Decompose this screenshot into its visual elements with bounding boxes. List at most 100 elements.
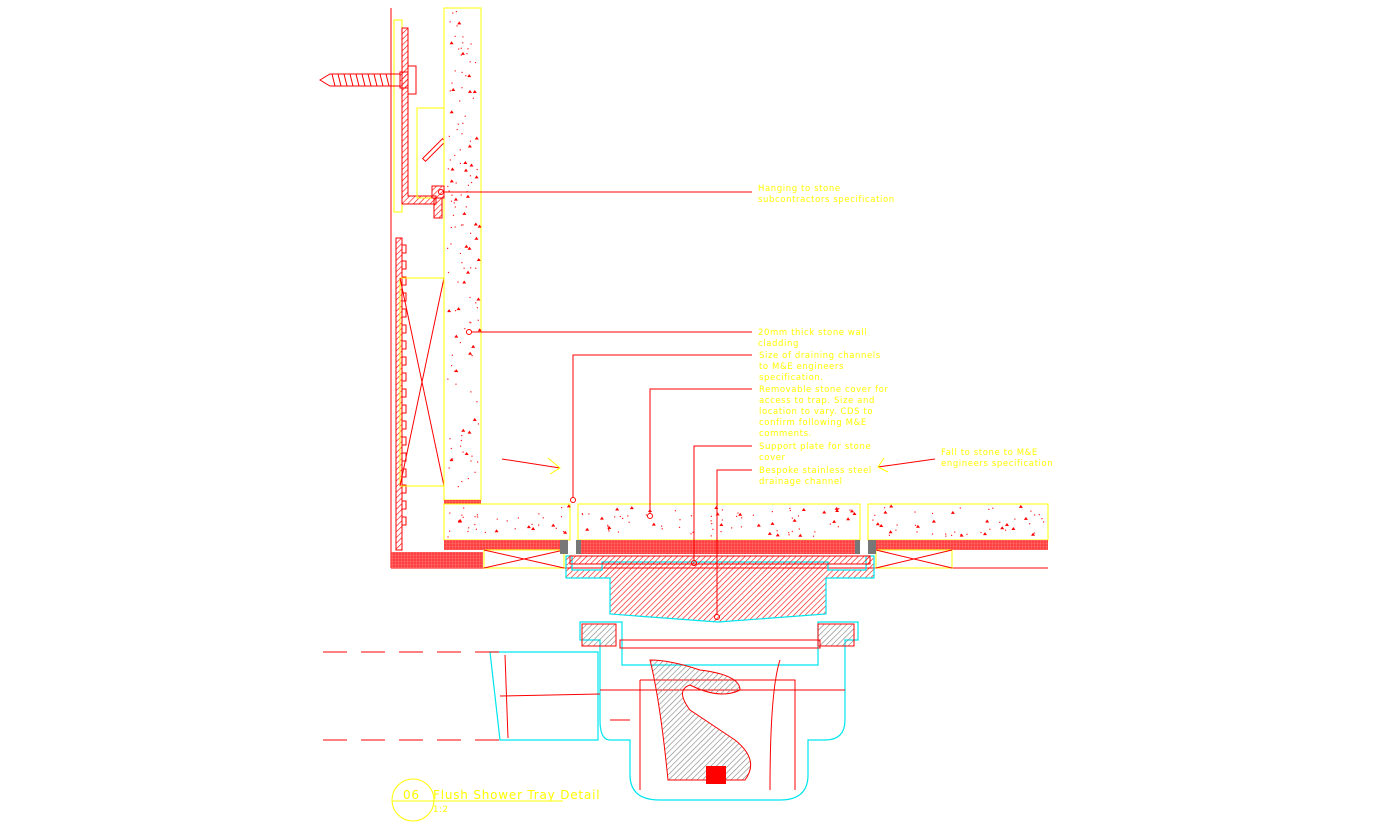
- speckle: [1000, 526, 1005, 530]
- speckle: [473, 222, 478, 226]
- speckle: [462, 516, 464, 518]
- speckle: [462, 122, 464, 124]
- speckle: [453, 197, 458, 201]
- speckle: [1038, 514, 1040, 516]
- speckle: [711, 523, 713, 525]
- speckle: [457, 486, 459, 488]
- speckle: [469, 140, 472, 142]
- speckle: [467, 184, 470, 186]
- speckle: [457, 21, 462, 25]
- speckle: [834, 506, 839, 510]
- speckle: [896, 524, 898, 526]
- speckle: [1018, 504, 1023, 508]
- speckle: [470, 391, 472, 393]
- speckle: [468, 527, 470, 529]
- speckle: [461, 434, 463, 437]
- speckle: [889, 504, 894, 508]
- speckle: [463, 267, 465, 269]
- speckle: [660, 525, 663, 527]
- speckle: [451, 87, 456, 91]
- speckle: [474, 523, 476, 526]
- speckle: [538, 524, 540, 526]
- speckle: [467, 246, 472, 250]
- detail-number: 06: [403, 788, 420, 802]
- speckle: [771, 511, 774, 513]
- speckle: [447, 309, 452, 313]
- speckle: [506, 520, 508, 522]
- speckle: [791, 517, 793, 519]
- speckle: [454, 206, 456, 208]
- speckle: [1041, 518, 1043, 520]
- speckle: [451, 194, 453, 196]
- speckle: [447, 185, 449, 188]
- speckle: [474, 61, 477, 64]
- speckle: [622, 517, 624, 520]
- speckle: [1014, 518, 1016, 520]
- speckle: [459, 252, 462, 255]
- speckle: [468, 351, 473, 355]
- speckle: [789, 507, 791, 509]
- speckle: [455, 383, 457, 385]
- speckle: [1043, 521, 1045, 523]
- speckle: [740, 526, 743, 528]
- speckle: [474, 175, 479, 179]
- speckle: [980, 531, 982, 534]
- speckle: [741, 517, 743, 519]
- speckle: [474, 471, 476, 473]
- speckle: [462, 224, 464, 226]
- detail-title: Flush Shower Tray Detail: [433, 788, 600, 802]
- speckle: [514, 528, 516, 530]
- speckle: [465, 194, 470, 198]
- speckle: [566, 504, 571, 508]
- speckle: [791, 530, 793, 533]
- speckle: [454, 310, 457, 312]
- speckle: [464, 328, 466, 330]
- speckle: [798, 528, 800, 530]
- speckle: [607, 524, 609, 526]
- speckle: [471, 354, 473, 357]
- speckle: [617, 531, 620, 533]
- speckle: [458, 518, 463, 522]
- speckle: [452, 12, 454, 14]
- speckle: [496, 518, 498, 520]
- speckle: [449, 179, 454, 183]
- speckle: [474, 236, 479, 240]
- speckle: [462, 42, 464, 44]
- speckle: [767, 531, 772, 535]
- speckle: [792, 518, 797, 522]
- speckle: [721, 519, 723, 521]
- speckle: [915, 524, 920, 528]
- speckle: [447, 378, 449, 380]
- speckle: [731, 527, 733, 529]
- speckle: [1029, 523, 1031, 525]
- speckle: [476, 258, 481, 262]
- speckle: [467, 74, 472, 78]
- speckle: [449, 21, 451, 23]
- speckle: [883, 507, 886, 509]
- speckle: [829, 523, 831, 525]
- speckle: [475, 267, 477, 269]
- speckle: [588, 513, 590, 515]
- speckle: [462, 211, 467, 215]
- speckle: [966, 533, 968, 535]
- speckle: [770, 521, 775, 525]
- speckle: [449, 110, 454, 114]
- speckle: [447, 168, 449, 170]
- speckle: [452, 214, 455, 216]
- speckle: [470, 460, 472, 462]
- speckle: [455, 182, 457, 184]
- speckle: [1023, 516, 1028, 520]
- speckle: [614, 516, 616, 518]
- speckle: [465, 206, 467, 208]
- speckle: [629, 506, 634, 510]
- speckle: [599, 516, 604, 520]
- speckle: [822, 510, 827, 514]
- speckle: [477, 461, 479, 463]
- stone-wall-cladding: [431, 7, 482, 504]
- floor-trap: [489, 621, 859, 801]
